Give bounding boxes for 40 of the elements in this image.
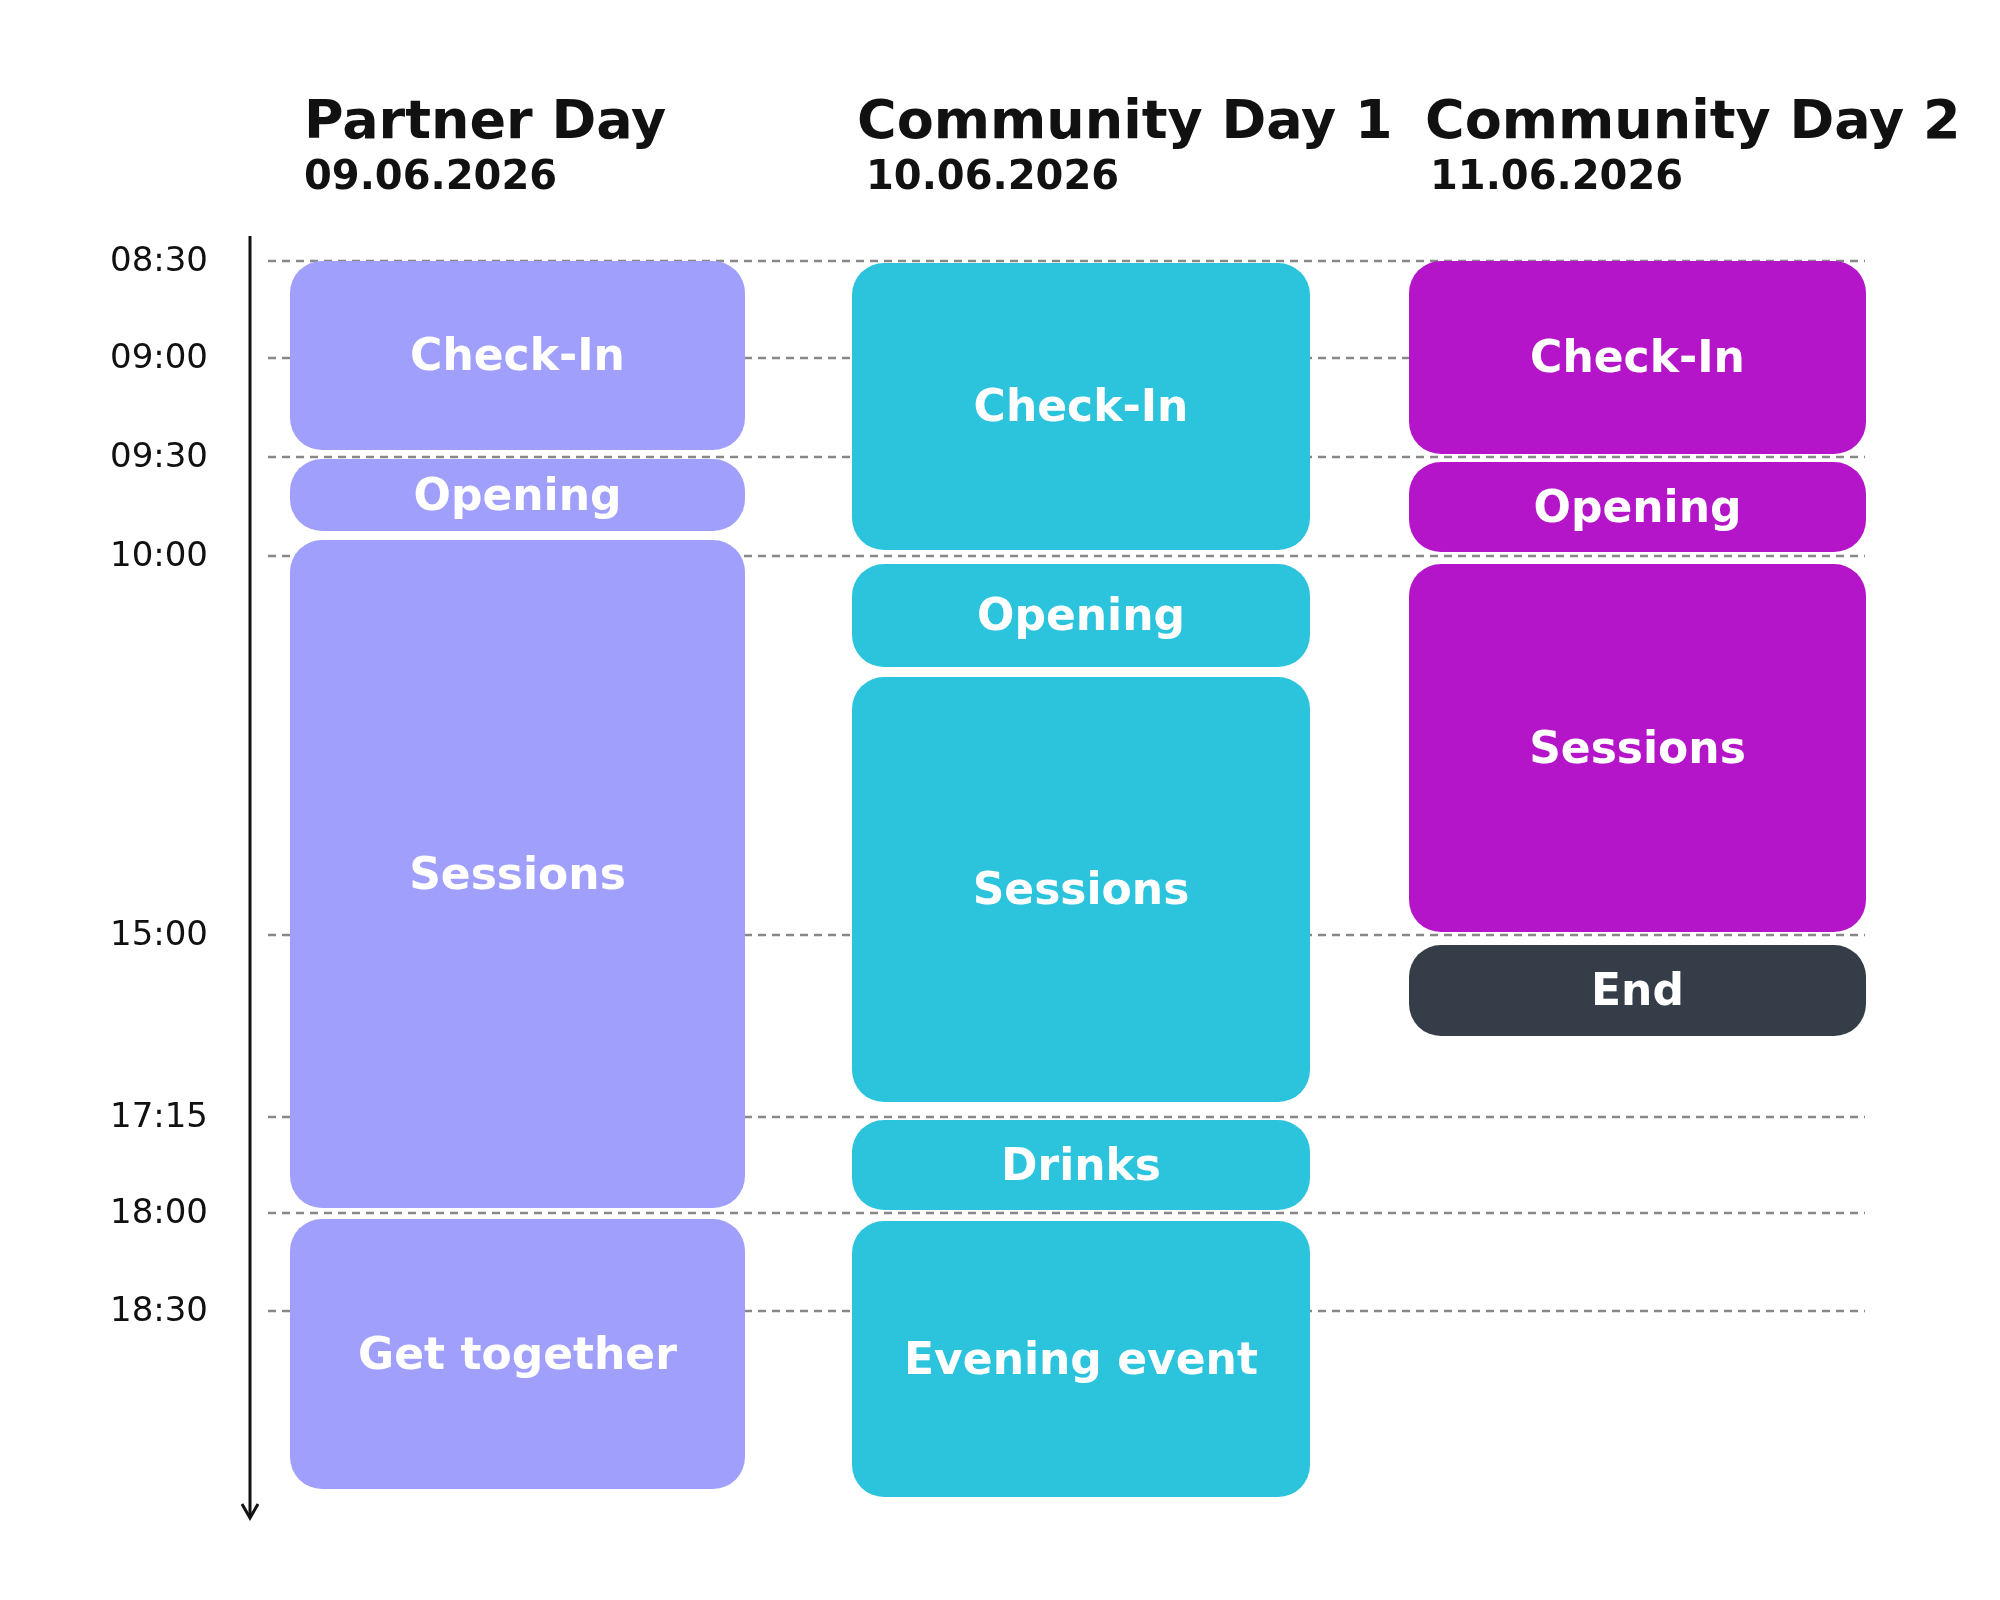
event-block: [852, 1221, 1310, 1497]
event-label: End: [1590, 963, 1685, 1018]
event-block: [1409, 462, 1866, 552]
event-block: [852, 564, 1310, 667]
event-block: [290, 261, 745, 450]
time-label: 09:00: [110, 336, 208, 376]
time-label: 09:30: [110, 435, 208, 475]
time-label: 18:00: [110, 1191, 208, 1231]
event-label: Sessions: [408, 846, 627, 901]
event-label: Drinks: [999, 1137, 1163, 1192]
column-title: Partner Day: [304, 88, 667, 151]
event-block: [1409, 564, 1866, 932]
event-label: Get together: [357, 1326, 678, 1381]
column-title: Community Day 2: [1425, 88, 1961, 151]
time-label: 15:00: [110, 913, 208, 953]
event-label: Check-In: [409, 328, 626, 383]
time-label: 18:30: [110, 1289, 208, 1329]
event-label: Check-In: [972, 379, 1190, 434]
event-block: [1409, 945, 1866, 1036]
date-label: 10.06.2026: [866, 152, 1120, 198]
event-block: [852, 677, 1310, 1102]
event-label: Opening: [1532, 479, 1743, 534]
date-label: 09.06.2026: [304, 152, 558, 198]
event-label: Check-In: [1529, 330, 1746, 385]
event-label: Sessions: [971, 862, 1191, 917]
event-block: [852, 263, 1310, 550]
event-label: Sessions: [1528, 720, 1747, 775]
time-label: 10:00: [110, 534, 208, 574]
date-label: 11.06.2026: [1430, 152, 1684, 198]
time-label: 17:15: [110, 1095, 208, 1135]
event-block: [1409, 261, 1866, 454]
event-block: [290, 540, 745, 1208]
event-label: Opening: [412, 467, 623, 522]
event-block: [852, 1120, 1310, 1210]
event-label: Evening event: [903, 1331, 1259, 1386]
column-title: Community Day 1: [857, 88, 1393, 151]
event-block: [290, 1219, 745, 1489]
event-label: Opening: [976, 588, 1186, 643]
time-label: 08:30: [110, 239, 208, 279]
event-block: [290, 459, 745, 531]
